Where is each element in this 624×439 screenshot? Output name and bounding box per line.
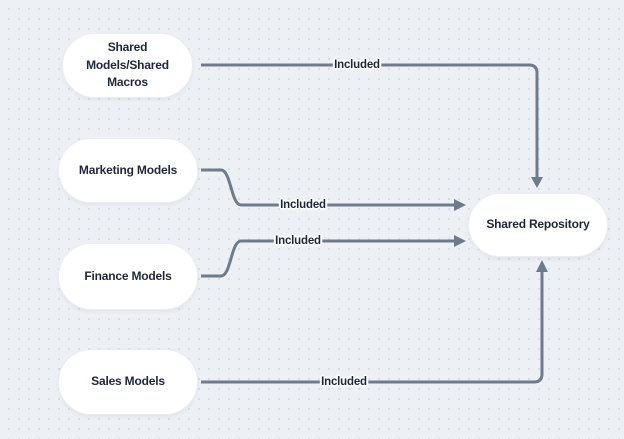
- node-label: Marketing Models: [78, 162, 178, 177]
- arrowhead-right-icon: [454, 235, 466, 247]
- edge-label-included: Included: [321, 376, 367, 388]
- connector-shared-models-to-repository: [201, 63, 539, 177]
- node-label: Sales Models: [91, 374, 165, 389]
- connector-marketing-to-repository: [201, 168, 454, 207]
- arrowhead-right-icon: [454, 199, 466, 211]
- node-finance-models: Finance Models: [58, 243, 198, 310]
- node-label: Shared Repository: [486, 217, 590, 232]
- edge-label-included: Included: [275, 235, 321, 247]
- node-shared-repository: Shared Repository: [468, 193, 608, 257]
- node-sales-models: Sales Models: [58, 349, 198, 415]
- arrowhead-up-icon: [536, 260, 548, 272]
- node-label: Finance Models: [84, 268, 172, 283]
- edge-label-included: Included: [280, 199, 326, 211]
- connector-sales-to-repository: [201, 272, 544, 384]
- edge-label-included: Included: [334, 59, 380, 71]
- connector-finance-to-repository: [201, 239, 454, 278]
- node-label: Shared Models/Shared Macros: [86, 40, 169, 90]
- node-shared-models-shared-macros: Shared Models/Shared Macros: [62, 33, 193, 98]
- arrowhead-down-icon: [531, 177, 543, 188]
- node-marketing-models: Marketing Models: [58, 138, 198, 203]
